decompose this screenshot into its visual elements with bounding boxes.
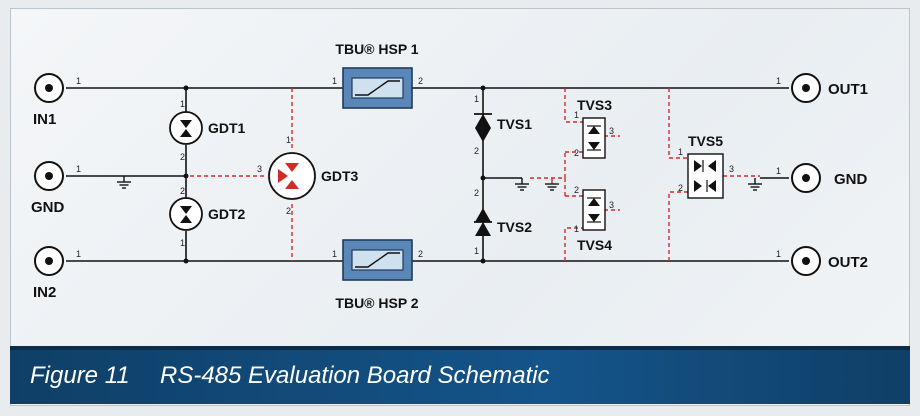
svg-text:1: 1 <box>76 164 81 174</box>
connector-gnd-right <box>791 163 821 193</box>
svg-text:3: 3 <box>729 164 734 174</box>
connector-out2 <box>791 246 821 276</box>
svg-text:1: 1 <box>776 249 781 259</box>
svg-text:2: 2 <box>180 152 185 162</box>
connector-in2 <box>34 246 64 276</box>
svg-text:3: 3 <box>257 164 262 174</box>
schematic-frame <box>10 8 910 406</box>
tvs1 <box>474 113 492 142</box>
tvs3-label: TVS3 <box>577 97 612 113</box>
connector-out1 <box>791 73 821 103</box>
gnd-left-label: GND <box>31 199 65 216</box>
svg-text:1: 1 <box>574 110 579 120</box>
junctions <box>183 85 486 264</box>
svg-text:1: 1 <box>180 238 185 248</box>
svg-text:1: 1 <box>332 249 337 259</box>
in2-label: IN2 <box>33 284 56 301</box>
connector-gnd-left <box>34 161 64 191</box>
svg-text:2: 2 <box>286 206 291 216</box>
svg-text:3: 3 <box>609 200 614 210</box>
tvs2-label: TVS2 <box>497 219 532 235</box>
svg-text:1: 1 <box>678 147 683 157</box>
svg-text:2: 2 <box>474 188 479 198</box>
tbu2-label: TBU® HSP 2 <box>335 295 418 311</box>
svg-text:1: 1 <box>180 99 185 109</box>
connector-in1 <box>34 73 64 103</box>
figure-title: RS-485 Evaluation Board Schematic <box>160 362 550 389</box>
tvs2 <box>474 208 492 236</box>
svg-text:2: 2 <box>678 183 683 193</box>
ground-icon <box>117 176 131 189</box>
svg-text:1: 1 <box>474 246 479 256</box>
gdt3 <box>268 152 316 200</box>
gdt3-label: GDT3 <box>321 168 359 184</box>
in1-label: IN1 <box>33 111 56 128</box>
gdt2 <box>169 197 203 231</box>
svg-text:2: 2 <box>418 76 423 86</box>
svg-text:2: 2 <box>474 146 479 156</box>
tbu-hsp-1 <box>342 67 413 109</box>
svg-text:1: 1 <box>332 76 337 86</box>
svg-text:1: 1 <box>76 249 81 259</box>
svg-text:2: 2 <box>418 249 423 259</box>
svg-text:1: 1 <box>474 94 479 104</box>
svg-text:2: 2 <box>574 148 579 158</box>
wires <box>66 87 789 262</box>
svg-text:2: 2 <box>180 186 185 196</box>
tvs4 <box>582 189 606 231</box>
dashed-wires <box>190 88 760 261</box>
svg-text:3: 3 <box>609 126 614 136</box>
pin-numbers: 1 1 1 1 2 1 2 1 2 2 1 1 2 3 1 2 2 1 1 2 … <box>76 76 781 259</box>
gdt1-label: GDT1 <box>208 120 246 136</box>
out1-label: OUT1 <box>828 81 868 98</box>
tvs5-label: TVS5 <box>688 133 723 149</box>
svg-text:1: 1 <box>776 76 781 86</box>
out2-label: OUT2 <box>828 254 868 271</box>
ground-icon <box>515 178 529 191</box>
ground-icon <box>545 178 559 191</box>
tvs5 <box>687 153 724 199</box>
gnd-right-label: GND <box>834 171 868 188</box>
tvs1-label: TVS1 <box>497 116 532 132</box>
ground-icon <box>748 178 762 191</box>
gdt2-label: GDT2 <box>208 206 246 222</box>
figure-number: Figure 11 <box>30 362 130 389</box>
svg-text:2: 2 <box>574 185 579 195</box>
tbu-hsp-2 <box>342 239 413 281</box>
gdt1 <box>169 111 203 145</box>
tvs3 <box>582 117 606 159</box>
tvs4-label: TVS4 <box>577 237 612 253</box>
svg-text:1: 1 <box>776 166 781 176</box>
svg-text:1: 1 <box>574 224 579 234</box>
tbu1-label: TBU® HSP 1 <box>335 41 418 57</box>
figure-caption-bar: Figure 11 RS-485 Evaluation Board Schema… <box>10 346 910 404</box>
svg-text:1: 1 <box>76 76 81 86</box>
svg-text:1: 1 <box>286 135 291 145</box>
